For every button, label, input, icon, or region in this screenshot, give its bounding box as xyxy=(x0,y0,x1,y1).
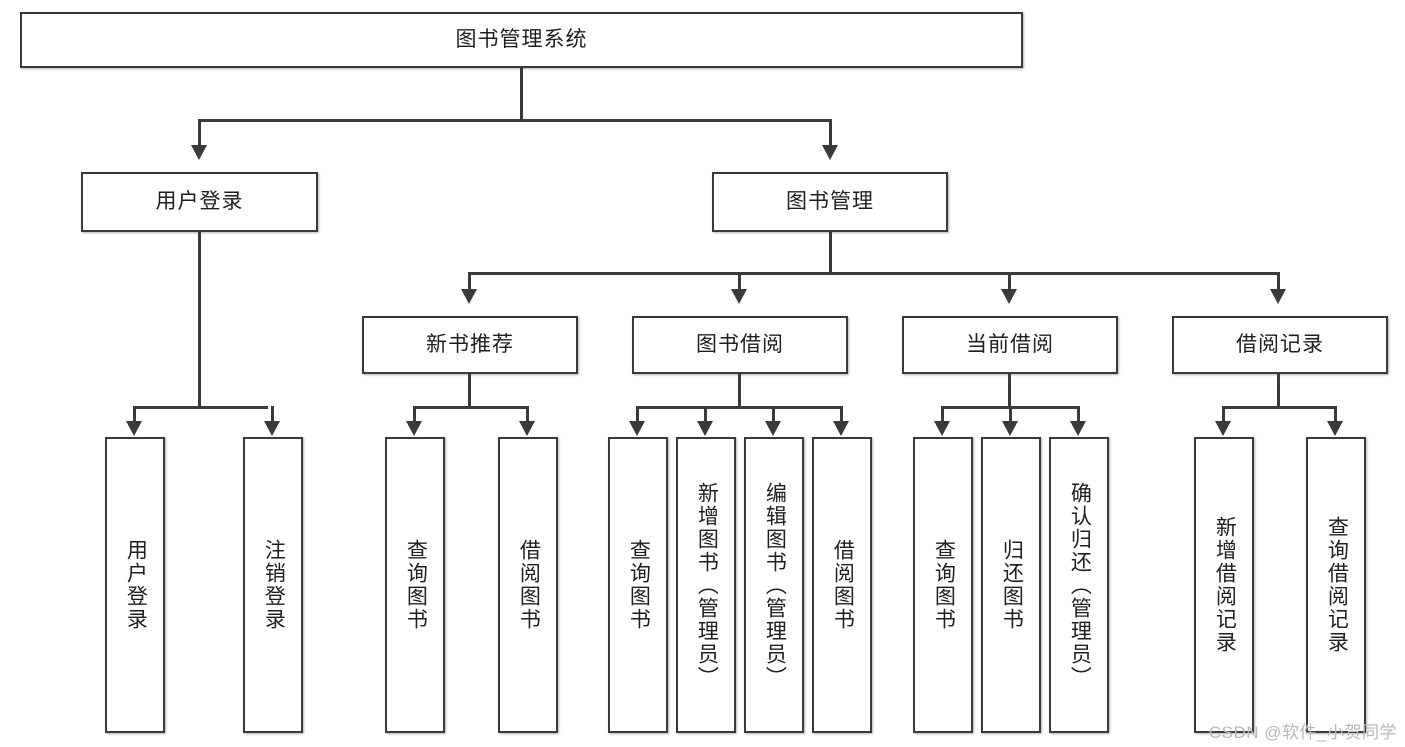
node-label: 查询图书 xyxy=(932,539,956,631)
connector-book-borrow-bus xyxy=(636,406,840,409)
node-label: 归还图书 xyxy=(1000,539,1024,631)
node-label: 新增图书（管理员） xyxy=(695,481,719,689)
connector-drop-leaf-current-borrow-0 xyxy=(941,406,944,422)
node-label: 图书管理 xyxy=(786,189,874,213)
connector-drop-leaf-new-book-1 xyxy=(526,406,529,422)
connector-drop-leaf-book-borrow-0 xyxy=(636,406,639,422)
node-book-management[interactable]: 图书管理 xyxy=(712,172,948,232)
leaf-node-current-borrow-query-book[interactable]: 查询图书 xyxy=(913,437,973,733)
node-label: 新增借阅记录 xyxy=(1213,516,1237,654)
connector-drop-leaf-book-borrow-1 xyxy=(704,406,707,422)
leaf-node-user-login-login[interactable]: 用户登录 xyxy=(105,437,165,733)
connector-new-book-bus xyxy=(413,406,529,409)
arrowhead-leaf-current-borrow-1 xyxy=(1002,421,1018,436)
arrowhead-leaf-borrow-record-0 xyxy=(1215,421,1231,436)
node-label: 借阅记录 xyxy=(1236,332,1324,356)
node-label: 新书推荐 xyxy=(426,332,514,356)
node-label: 查询借阅记录 xyxy=(1325,516,1349,654)
node-label: 确认归还（管理员） xyxy=(1068,481,1092,689)
connector-drop-book-borrow xyxy=(738,272,741,290)
leaf-node-new-book-borrow-book[interactable]: 借阅图书 xyxy=(498,437,558,733)
connector-drop-borrow-record xyxy=(1277,272,1280,290)
connector-drop-leaf-user-login-1 xyxy=(271,406,274,422)
connector-new-book-stem xyxy=(468,374,471,408)
arrowhead-leaf-borrow-record-1 xyxy=(1327,421,1343,436)
node-label: 借阅图书 xyxy=(831,539,855,631)
leaf-node-borrow-record-query-record[interactable]: 查询借阅记录 xyxy=(1306,437,1366,733)
connector-drop-leaf-book-borrow-3 xyxy=(840,406,843,422)
leaf-node-current-borrow-return-book[interactable]: 归还图书 xyxy=(981,437,1041,733)
connector-level3-bus xyxy=(468,272,1280,275)
node-user-login[interactable]: 用户登录 xyxy=(81,172,318,232)
csdn-watermark: CSDN @软件_小贺同学 xyxy=(1208,723,1397,742)
connector-drop-leaf-borrow-record-0 xyxy=(1222,406,1225,422)
arrowhead-leaf-book-borrow-2 xyxy=(765,421,781,436)
leaf-node-current-borrow-confirm-return-admin[interactable]: 确认归还（管理员） xyxy=(1049,437,1109,733)
leaf-node-user-login-logout[interactable]: 注销登录 xyxy=(243,437,303,733)
connector-user-login-stem xyxy=(198,232,201,408)
connector-drop-leaf-current-borrow-2 xyxy=(1077,406,1080,422)
connector-drop-leaf-book-borrow-2 xyxy=(772,406,775,422)
leaf-node-book-borrow-borrow-book[interactable]: 借阅图书 xyxy=(812,437,872,733)
arrowhead-leaf-new-book-0 xyxy=(406,421,422,436)
connector-drop-leaf-borrow-record-1 xyxy=(1334,406,1337,422)
node-label: 用户登录 xyxy=(124,539,148,631)
leaf-node-new-book-query-book[interactable]: 查询图书 xyxy=(385,437,445,733)
arrowhead-leaf-current-borrow-0 xyxy=(934,421,950,436)
connector-drop-leaf-current-borrow-1 xyxy=(1009,406,1012,422)
node-book-borrow[interactable]: 图书借阅 xyxy=(632,316,848,374)
node-label: 图书管理系统 xyxy=(455,27,588,51)
node-label: 用户登录 xyxy=(155,189,244,213)
connector-drop-book-management xyxy=(829,119,832,147)
connector-user-login-bus xyxy=(133,406,268,409)
arrowhead-leaf-book-borrow-1 xyxy=(697,421,713,436)
arrowhead-leaf-book-borrow-0 xyxy=(629,421,645,436)
connector-drop-leaf-new-book-0 xyxy=(413,406,416,422)
arrowhead-new-book xyxy=(461,289,477,304)
node-label: 编辑图书（管理员） xyxy=(763,481,787,689)
arrowhead-leaf-user-login-0 xyxy=(126,421,142,436)
connector-current-borrow-stem xyxy=(1008,374,1011,408)
node-borrow-record[interactable]: 借阅记录 xyxy=(1172,316,1388,374)
leaf-node-book-borrow-edit-book-admin[interactable]: 编辑图书（管理员） xyxy=(744,437,804,733)
node-label: 当前借阅 xyxy=(966,332,1054,356)
connector-level2-bus xyxy=(198,119,832,122)
node-label: 借阅图书 xyxy=(517,539,541,631)
connector-drop-new-book xyxy=(468,272,471,290)
arrowhead-leaf-user-login-1 xyxy=(264,421,280,436)
arrowhead-leaf-book-borrow-3 xyxy=(833,421,849,436)
arrowhead-user-login xyxy=(191,145,207,160)
leaf-node-borrow-record-add-record[interactable]: 新增借阅记录 xyxy=(1194,437,1254,733)
connector-root-stem xyxy=(520,68,523,120)
arrowhead-book-management xyxy=(822,145,838,160)
leaf-node-book-borrow-add-book-admin[interactable]: 新增图书（管理员） xyxy=(676,437,736,733)
arrowhead-leaf-new-book-1 xyxy=(519,421,535,436)
connector-drop-user-login xyxy=(198,119,201,147)
connector-book-management-stem xyxy=(829,232,832,274)
leaf-node-book-borrow-query-book[interactable]: 查询图书 xyxy=(608,437,668,733)
node-root-book-management-system[interactable]: 图书管理系统 xyxy=(20,12,1023,68)
arrowhead-current-borrow xyxy=(1001,289,1017,304)
node-label: 注销登录 xyxy=(262,539,286,631)
connector-borrow-record-bus xyxy=(1222,406,1337,409)
connector-drop-current-borrow xyxy=(1008,272,1011,290)
node-label: 查询图书 xyxy=(627,539,651,631)
arrowhead-book-borrow xyxy=(731,289,747,304)
node-label: 查询图书 xyxy=(404,539,428,631)
node-new-book-recommend[interactable]: 新书推荐 xyxy=(362,316,578,374)
connector-book-borrow-stem xyxy=(738,374,741,408)
connector-drop-leaf-user-login-0 xyxy=(133,406,136,422)
arrowhead-borrow-record xyxy=(1270,289,1286,304)
node-current-borrow[interactable]: 当前借阅 xyxy=(902,316,1118,374)
node-label: 图书借阅 xyxy=(696,332,784,356)
arrowhead-leaf-current-borrow-2 xyxy=(1070,421,1086,436)
connector-borrow-record-stem xyxy=(1277,374,1280,408)
